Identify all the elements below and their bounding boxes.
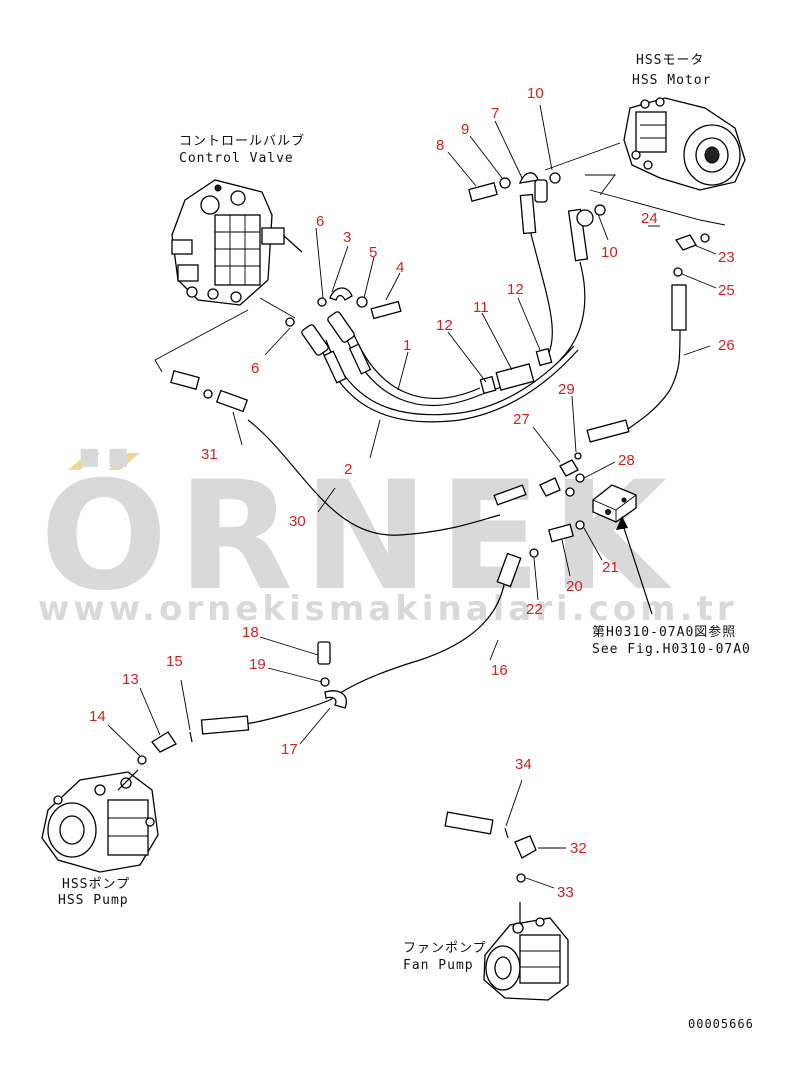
callout-27: 27 <box>513 411 530 428</box>
fan-pump-label-en: Fan Pump <box>403 958 474 973</box>
callout-2: 2 <box>344 461 352 478</box>
callout-33: 33 <box>557 884 574 901</box>
callout-11: 11 <box>473 299 489 316</box>
hss-motor <box>623 97 746 191</box>
reference-label-en: See Fig.H0310-07A0 <box>592 642 751 657</box>
callout-9: 9 <box>461 121 469 138</box>
hss-pump-label-jp: HSSポンプ <box>62 877 130 892</box>
watermark-accent <box>68 453 100 470</box>
callout-21: 21 <box>602 559 619 576</box>
watermark-url: www.ornekismakinalari.com.tr <box>38 589 737 629</box>
watermark-accent <box>108 453 140 470</box>
callout-7: 7 <box>491 105 499 122</box>
hose-16 <box>244 579 506 725</box>
fan-pump-label-jp: ファンポンプ <box>403 941 487 956</box>
callout-6a: 6 <box>316 213 324 230</box>
callout-28: 28 <box>618 452 635 469</box>
callout-23: 23 <box>718 249 735 266</box>
callout-26: 26 <box>718 337 735 354</box>
callout-32: 32 <box>570 840 587 857</box>
hose-1 <box>344 334 521 407</box>
callout-13: 13 <box>122 671 139 688</box>
callout-16: 16 <box>491 662 508 679</box>
callout-15: 15 <box>166 653 183 670</box>
callout-34: 34 <box>515 756 532 773</box>
callout-14: 14 <box>89 708 106 725</box>
callout-10a: 10 <box>527 85 544 102</box>
hss-motor-label-jp: HSSモータ <box>636 53 704 68</box>
callout-12b: 12 <box>436 317 453 334</box>
callout-29: 29 <box>558 381 575 398</box>
callout-1: 1 <box>403 337 411 354</box>
callout-18: 18 <box>242 624 259 641</box>
callout-3: 3 <box>343 229 351 246</box>
callout-12a: 12 <box>507 281 524 298</box>
callout-25: 25 <box>718 282 735 299</box>
callout-6b: 6 <box>251 360 259 377</box>
watermark: ÖRNEK www.ornekismakinalari.com.tr <box>38 448 737 629</box>
hose-2 <box>319 344 579 423</box>
hose-30 <box>247 419 501 536</box>
callout-17: 17 <box>281 741 298 758</box>
callout-22: 22 <box>526 601 543 618</box>
control-valve <box>171 179 303 306</box>
hss-pump <box>41 769 159 873</box>
hss-motor-label-en: HSS Motor <box>632 73 711 88</box>
drawing-number: 00005666 <box>688 1017 754 1031</box>
valve-block <box>592 484 637 523</box>
control-valve-label-jp: コントロールバルブ <box>179 133 305 149</box>
callout-19: 19 <box>249 656 266 673</box>
callout-4: 4 <box>396 259 404 276</box>
callout-8: 8 <box>436 137 444 154</box>
callout-5: 5 <box>369 244 377 261</box>
control-valve-label-en: Control Valve <box>179 151 294 166</box>
callout-30: 30 <box>289 513 306 530</box>
reference-label-jp: 第H0310-07A0図参照 <box>592 624 736 640</box>
fan-pump <box>483 902 569 1001</box>
callout-10b: 10 <box>601 244 618 261</box>
callout-31: 31 <box>201 446 218 463</box>
hose-26 <box>626 329 681 433</box>
callout-20: 20 <box>566 578 583 595</box>
callout-24: 24 <box>641 210 658 227</box>
hss-pump-label-en: HSS Pump <box>58 893 129 908</box>
